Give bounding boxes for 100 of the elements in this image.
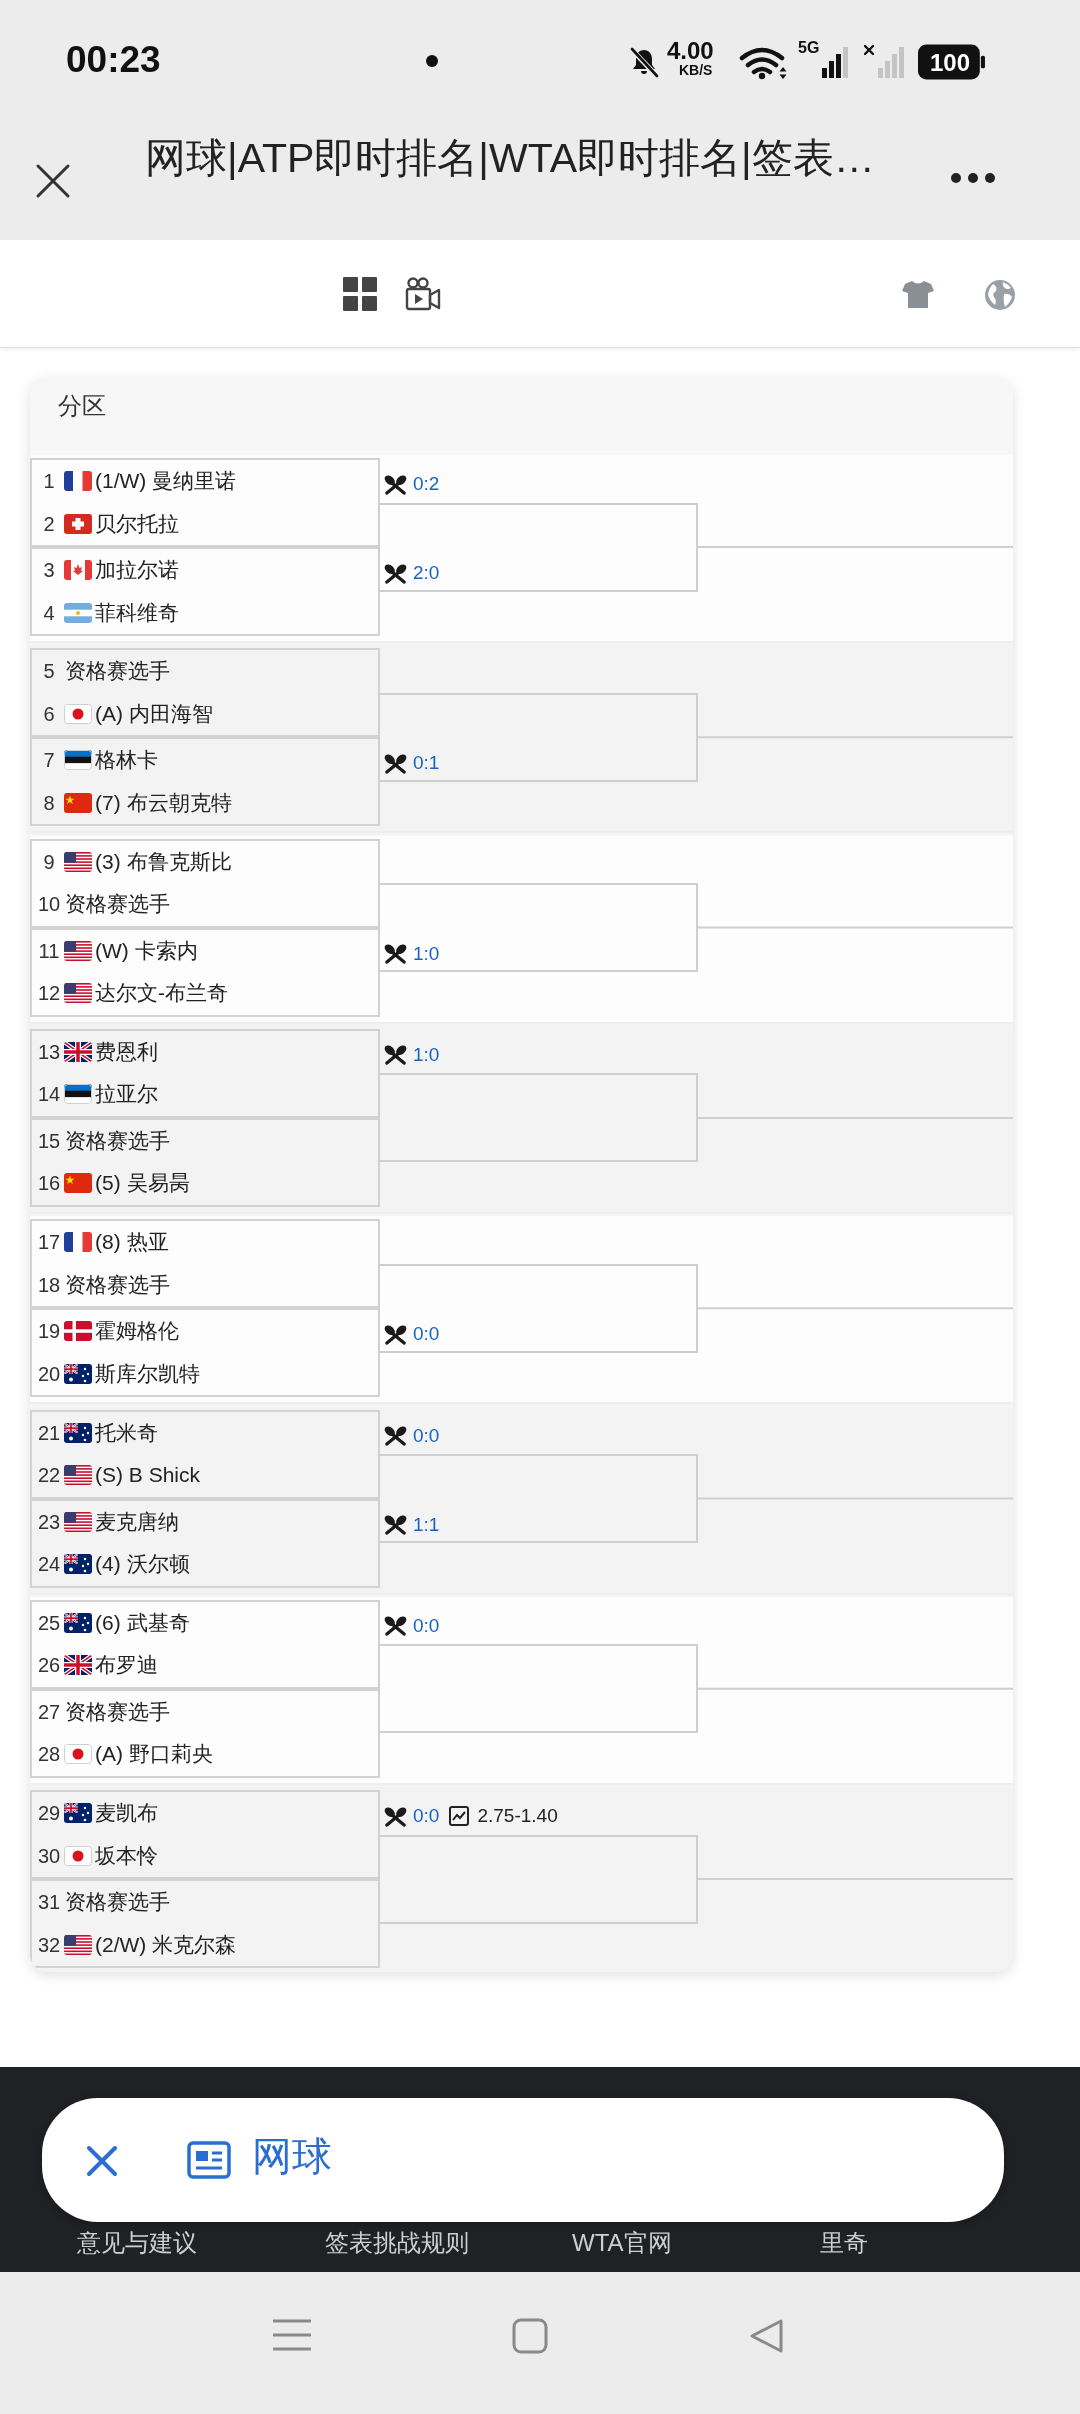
head-to-head-score: 0:0	[413, 1804, 440, 1829]
match-box	[30, 648, 380, 738]
draw-position: 27	[36, 1699, 62, 1725]
head-to-head-score: 0:1	[413, 751, 440, 776]
bracket-slot	[378, 502, 698, 592]
player-name: 加拉尔诺	[95, 557, 179, 583]
bracket-slot	[378, 1644, 698, 1734]
draw-position: 20	[36, 1361, 62, 1387]
draw-position: 9	[42, 849, 56, 875]
player-name: 坂本怜	[95, 1842, 158, 1869]
player-name: 麦克唐纳	[95, 1508, 179, 1535]
draw-position: 21	[36, 1420, 62, 1446]
draw-position: 23	[36, 1509, 62, 1535]
head-to-head-score: 0:0	[413, 1613, 440, 1638]
draw-position: 1	[42, 469, 56, 494]
player-name: 资格赛选手	[65, 1889, 170, 1916]
match-box	[30, 927, 380, 1017]
status-time: 00:23	[66, 38, 161, 82]
match-box	[30, 1219, 380, 1309]
match-box	[30, 1498, 380, 1588]
draw-position: 22	[36, 1463, 62, 1488]
bracket-line	[697, 736, 1013, 739]
head-to-head-score: 1:1	[413, 1512, 440, 1537]
draw-position: 32	[36, 1932, 62, 1958]
bracket-line	[697, 1687, 1013, 1690]
footer-link: WTA官网	[572, 2229, 672, 2258]
draw-position: 12	[36, 981, 62, 1007]
player-name: (A) 内田海智	[95, 700, 213, 727]
match-box	[30, 1688, 380, 1778]
player-name: 资格赛选手	[65, 658, 170, 685]
draw-position: 25	[36, 1610, 62, 1636]
player-name: (4) 沃尔顿	[95, 1551, 190, 1577]
head-to-head-score: 2:0	[413, 561, 440, 585]
player-name: (5) 吴易昺	[95, 1170, 190, 1197]
player-name: 托米奇	[95, 1419, 158, 1446]
draw-card	[30, 378, 1013, 1972]
player-name: (6) 武基奇	[95, 1609, 190, 1636]
player-name: 资格赛选手	[65, 1698, 170, 1725]
player-name: 斯库尔凯特	[95, 1360, 200, 1387]
match-box	[30, 1028, 380, 1118]
draw-position: 10	[36, 892, 62, 918]
betting-odds: 2.75-1.40	[477, 1804, 558, 1829]
player-name: 达尔文-布兰奇	[95, 980, 228, 1007]
network-type: 5G	[798, 38, 820, 58]
player-name: 费恩利	[95, 1038, 158, 1065]
player-name: 麦凯布	[95, 1800, 158, 1827]
player-name: 菲科维奇	[95, 599, 179, 626]
player-name: (S) B Shick	[95, 1462, 201, 1488]
player-name: (2/W) 米克尔森	[95, 1931, 237, 1958]
popup-title: 网球	[252, 2133, 332, 2180]
player-name: (A) 野口莉央	[95, 1741, 213, 1768]
match-box	[30, 547, 380, 636]
bracket-line	[697, 1116, 1013, 1119]
draw-position: 26	[36, 1653, 62, 1679]
draw-position: 13	[36, 1039, 62, 1065]
draw-position: 2	[42, 511, 56, 537]
section-title: 分区	[58, 392, 106, 421]
draw-position: 31	[36, 1890, 62, 1916]
player-name: 拉亚尔	[95, 1081, 158, 1108]
bracket-slot	[378, 1263, 698, 1353]
bracket-slot	[378, 1073, 698, 1163]
draw-position: 15	[36, 1128, 62, 1154]
page-title: 网球|ATP即时排名|WTA即时排名|签表…	[145, 134, 875, 183]
head-to-head-score: 0:2	[413, 472, 440, 496]
draw-position: 24	[36, 1552, 62, 1577]
draw-position: 6	[42, 701, 56, 727]
player-name: 霍姆格伦	[95, 1318, 179, 1345]
bracket-slot	[378, 692, 698, 782]
draw-position: 5	[42, 659, 56, 685]
footer-link: 意见与建议	[77, 2229, 197, 2258]
draw-position: 28	[36, 1742, 62, 1768]
player-name: 资格赛选手	[65, 891, 170, 918]
head-to-head-score: 1:0	[413, 1042, 440, 1067]
head-to-head-score: 0:0	[413, 1322, 440, 1347]
bracket-line	[697, 1307, 1013, 1310]
draw-position: 18	[36, 1272, 62, 1298]
network-speed-unit: KB/S	[679, 62, 713, 79]
player-name: 资格赛选手	[65, 1127, 170, 1154]
bracket-slot	[378, 1454, 698, 1543]
player-name: (1/W) 曼纳里诺	[95, 468, 237, 494]
match-box	[30, 1308, 380, 1398]
draw-position: 8	[42, 790, 56, 816]
match-box	[30, 458, 380, 547]
head-to-head-score: 0:0	[413, 1423, 440, 1448]
match-box	[30, 1790, 380, 1880]
player-name: (3) 布鲁克斯比	[95, 848, 232, 875]
footer-link: 里奇	[820, 2229, 868, 2258]
draw-position: 4	[42, 600, 56, 626]
draw-position: 14	[36, 1082, 62, 1108]
draw-position: 11	[37, 938, 61, 964]
draw-position: 19	[36, 1319, 62, 1345]
match-box	[30, 1409, 380, 1499]
draw-position: 3	[42, 558, 56, 583]
footer-link: 签表挑战规则	[325, 2229, 469, 2258]
draw-position: 30	[36, 1843, 62, 1869]
head-to-head-score: 1:0	[413, 941, 440, 966]
bracket-line	[697, 1878, 1013, 1881]
player-name: (W) 卡索内	[95, 937, 198, 964]
bracket-line	[697, 1497, 1013, 1500]
draw-position: 7	[42, 748, 56, 774]
